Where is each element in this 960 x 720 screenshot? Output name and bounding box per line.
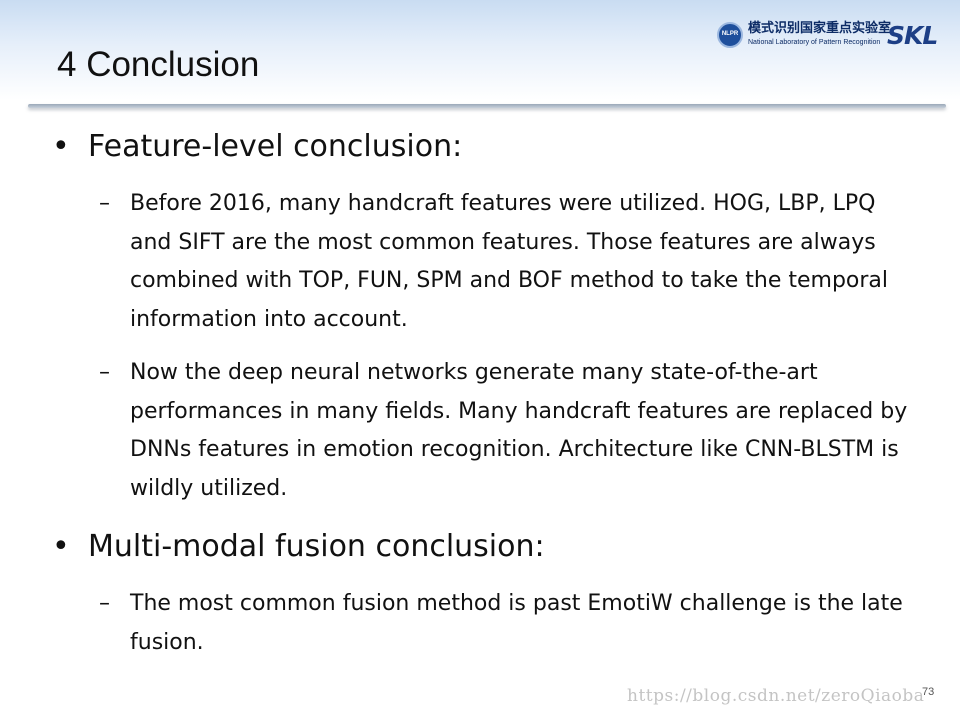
slide-title: 4 Conclusion <box>57 45 260 84</box>
bullet-dot: • <box>52 529 70 564</box>
bullet-heading: Multi-modal fusion conclusion: <box>88 529 545 564</box>
header-band <box>0 0 960 100</box>
sub-bullet-text: Now the deep neural networks generate ma… <box>130 360 908 501</box>
page-number: 73 <box>922 686 935 698</box>
sub-bullet-dash: – <box>99 360 110 385</box>
bullet-heading: Feature-level conclusion: <box>88 129 463 164</box>
sub-bullet-text: Before 2016, many handcraft features wer… <box>130 191 889 332</box>
lab-name-english: National Laboratory of Pattern Recogniti… <box>748 39 881 46</box>
lab-name-chinese: 模式识别国家重点实验室 <box>748 21 892 36</box>
header-divider <box>28 104 946 108</box>
sub-bullet-dash: – <box>99 591 110 616</box>
lab-seal-text: NLPR <box>721 31 739 37</box>
lab-logo: NLPR 模式识别国家重点实验室 National Laboratory of … <box>717 18 949 52</box>
watermark-url: https://blog.csdn.net/zeroQiaoba <box>627 686 925 706</box>
lab-abbr-logo: SKL <box>887 21 938 50</box>
sub-bullet-dash: – <box>99 191 110 216</box>
lab-seal-icon: NLPR <box>717 22 743 48</box>
sub-bullet-text: The most common fusion method is past Em… <box>130 591 903 655</box>
bullet-dot: • <box>52 129 70 164</box>
